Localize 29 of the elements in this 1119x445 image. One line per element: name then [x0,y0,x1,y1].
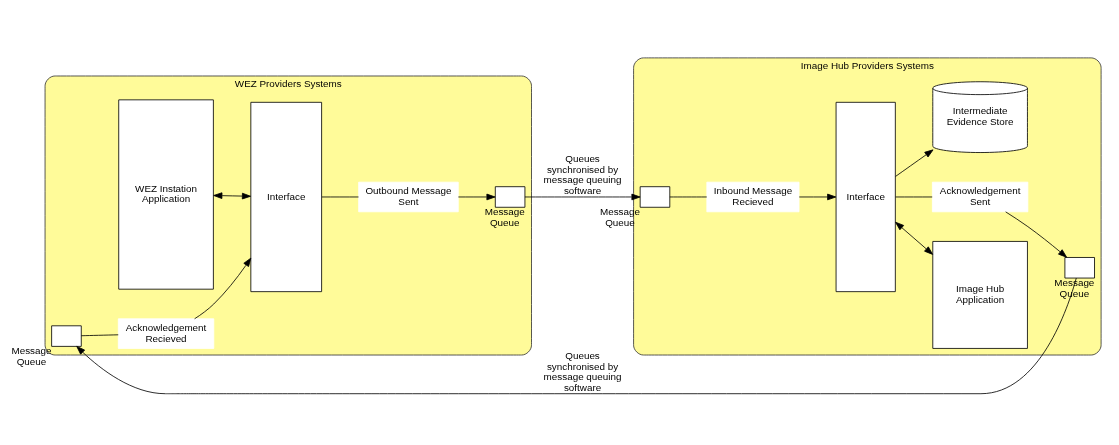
arrow [895,221,934,255]
edge-label: Queues synchronised by message queuing software [543,349,622,393]
connector [895,196,933,198]
connector [321,196,359,198]
node-label: Message Queue [1054,276,1095,299]
node-box: Acknowledgement Recieved [117,318,215,349]
arrow [798,193,837,201]
node-label: Message Queue [11,345,52,367]
node-box [51,325,82,347]
arrow [194,257,252,320]
node-box: Acknowledgement Sent [931,181,1029,213]
node-box: Image Hub Application [932,241,1028,349]
node-box: WEZ Instation Application [118,99,214,290]
node-box [639,186,671,208]
arrow [458,193,496,201]
node-box: Interface [250,101,323,293]
arrow [895,149,934,177]
node-label: Message Queue [484,206,525,228]
connector [80,334,119,337]
node-box: Outbound Message Sent [358,181,459,213]
arrow [213,192,251,200]
arrow [524,193,641,201]
arrow [1005,211,1067,258]
node-box: Interface [835,101,896,293]
node-box [494,186,526,208]
node-box: Inbound Message Recieved [706,181,800,213]
arrow [76,277,1077,395]
edge-label: Queues synchronised by message queuing software [543,153,622,197]
node-box [1064,257,1095,279]
